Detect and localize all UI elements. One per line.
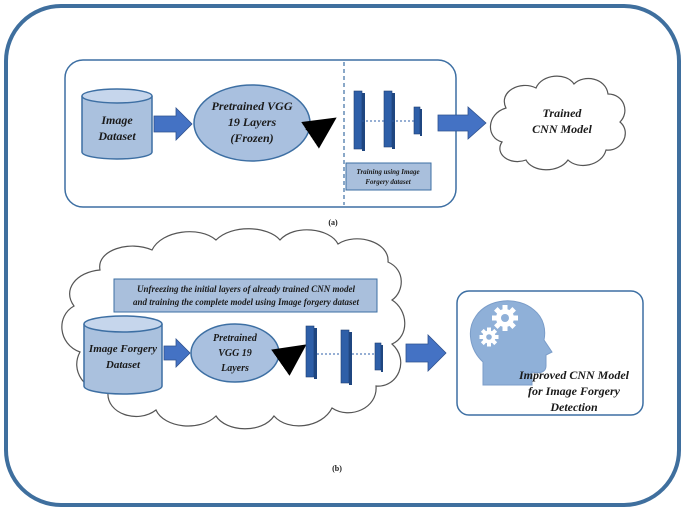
- arrow-b1: [163, 338, 191, 368]
- cnn-layers-a: [353, 90, 422, 151]
- unfreeze-banner-line-1: Unfreezing the initial layers of already…: [137, 284, 355, 294]
- training-label-2: Forgery dataset: [365, 178, 411, 186]
- curved-arrow-a: [301, 117, 337, 149]
- arrow-b2: [405, 334, 447, 372]
- vgg-frozen-label-2: 19 Layers: [228, 115, 277, 129]
- result-label-1: Improved CNN Model: [518, 368, 630, 382]
- unfreeze-banner-line-2: and training the complete model using Im…: [133, 297, 360, 307]
- trained-model-label-1: Trained: [543, 106, 583, 120]
- head-gears-icon: [469, 300, 553, 386]
- forgery-dataset-label-1: Image Forgery: [88, 343, 157, 355]
- trained-model-cloud: [489, 75, 626, 171]
- result-label-2: for Image Forgery: [528, 384, 621, 398]
- arrow-a1: [153, 107, 193, 141]
- vgg-frozen-label-3: (Frozen): [230, 131, 273, 145]
- forgery-dataset-cylinder: [83, 315, 163, 395]
- unfreeze-banner: [113, 278, 378, 313]
- trained-model-label-2: CNN Model: [532, 122, 592, 136]
- layer-b-2: [340, 329, 350, 384]
- image-dataset-label-2: Dataset: [97, 129, 136, 143]
- image-dataset-cylinder: [81, 88, 153, 160]
- vgg-label-2: VGG 19: [218, 348, 252, 359]
- image-dataset-label-1: Image: [100, 113, 133, 127]
- result-label-3: Detection: [549, 400, 598, 414]
- caption-a: (a): [328, 218, 338, 227]
- caption-b: (b): [332, 464, 342, 473]
- vgg-frozen-label-1: Pretrained VGG: [212, 99, 293, 113]
- layer-a-1: [353, 90, 363, 150]
- layer-a-3: [413, 106, 421, 135]
- cnn-layers-b: [305, 325, 383, 385]
- vgg-label-3: Layers: [220, 363, 249, 374]
- layer-b-3: [374, 342, 382, 371]
- arrow-a2: [437, 106, 487, 140]
- training-label-box: [345, 162, 432, 191]
- curved-arrow-b: [271, 344, 307, 376]
- layer-a-2: [383, 90, 393, 148]
- forgery-dataset-label-2: Dataset: [105, 359, 141, 371]
- layer-b-1: [305, 325, 315, 378]
- training-label-1: Training using Image: [356, 168, 419, 176]
- vgg-label-1: Pretrained: [213, 333, 258, 344]
